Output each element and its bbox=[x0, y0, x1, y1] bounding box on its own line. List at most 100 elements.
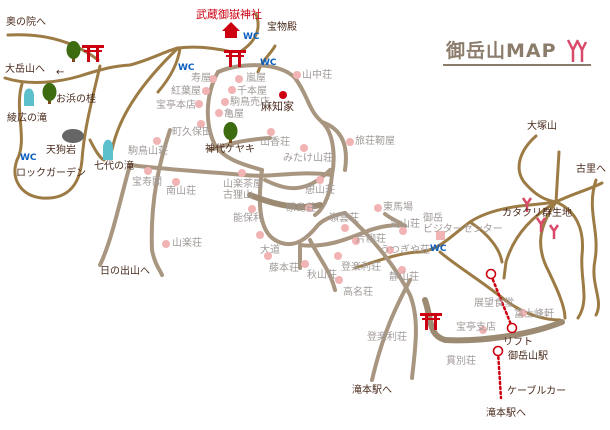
lodging-label[interactable]: 嶺雲荘 bbox=[329, 213, 359, 224]
lodging-dot[interactable] bbox=[300, 144, 308, 152]
lift-label[interactable]: リフト bbox=[503, 337, 533, 348]
lodging-dot[interactable] bbox=[335, 276, 343, 284]
lodging-label[interactable]: 原島荘 bbox=[286, 203, 316, 214]
jindai-keyaki-label[interactable]: 神代ケヤキ bbox=[205, 144, 255, 155]
lodging-dot[interactable] bbox=[202, 87, 210, 95]
otsukayama-label[interactable]: 大塚山 bbox=[527, 121, 557, 132]
lodging-label[interactable]: 千本屋 bbox=[237, 86, 267, 97]
lodging-label[interactable]: 登楽利荘 bbox=[341, 262, 381, 273]
treasure-hall-label[interactable]: 宝物殿 bbox=[267, 22, 297, 33]
direction-takimoto-cable[interactable]: 滝本駅へ bbox=[486, 408, 526, 419]
lodging-label[interactable]: 山香荘 bbox=[260, 137, 290, 148]
lodging-dot[interactable] bbox=[519, 309, 527, 317]
direction-odake[interactable]: 大岳山へ bbox=[5, 64, 45, 75]
lodging-dot[interactable] bbox=[264, 252, 272, 260]
lodging-dot[interactable] bbox=[305, 204, 313, 212]
lodging-label[interactable]: 山楽茶屋 bbox=[223, 179, 263, 190]
lodging-label[interactable]: 丸山荘 bbox=[390, 219, 420, 230]
lodging-dot[interactable] bbox=[235, 75, 243, 83]
lodging-label[interactable]: 宝寿閣 bbox=[132, 177, 162, 188]
lodging-dot[interactable] bbox=[256, 231, 264, 239]
lodging-dot[interactable] bbox=[172, 178, 180, 186]
direction-takimoto-road[interactable]: 滝本駅へ bbox=[352, 385, 392, 396]
lodging-dot[interactable] bbox=[346, 138, 354, 146]
visitor-center-label-1[interactable]: 御岳 bbox=[423, 213, 443, 224]
lodging-dot[interactable] bbox=[197, 120, 205, 128]
lodging-label[interactable]: 嵐屋 bbox=[246, 73, 266, 84]
wc-marker[interactable]: WC bbox=[430, 244, 447, 254]
lodging-label[interactable]: 静山荘 bbox=[389, 272, 419, 283]
lodging-dot[interactable] bbox=[248, 205, 256, 213]
lodging-dot[interactable] bbox=[479, 326, 487, 334]
lodging-label[interactable]: 能保利 bbox=[233, 213, 263, 224]
lodging-label[interactable]: 山中荘 bbox=[302, 70, 332, 81]
lodging-label[interactable]: 藤本荘 bbox=[269, 263, 299, 274]
lodging-dot[interactable] bbox=[399, 227, 407, 235]
lodging-label[interactable]: 町久保田 bbox=[172, 127, 212, 138]
lodging-label[interactable]: 宝亭本店 bbox=[156, 100, 196, 111]
tengu-rock-label[interactable]: 天狗岩 bbox=[46, 145, 76, 156]
lodging-dot[interactable] bbox=[162, 240, 170, 248]
lodging-dot[interactable] bbox=[267, 128, 275, 136]
lodging-dot[interactable] bbox=[386, 246, 394, 254]
ayahiro-falls-label[interactable]: 綾広の滝 bbox=[7, 113, 47, 124]
lift-station[interactable] bbox=[506, 322, 518, 334]
lodging-label[interactable]: 紅葉屋 bbox=[171, 86, 201, 97]
lodging-dot[interactable] bbox=[316, 176, 324, 184]
lodging-label[interactable]: 山楽荘 bbox=[172, 238, 202, 249]
lodging-label[interactable]: 宝亭支店 bbox=[456, 322, 496, 333]
lodging-dot[interactable] bbox=[352, 237, 360, 245]
lodging-label[interactable]: 寿屋 bbox=[191, 73, 211, 84]
machiya-marker[interactable] bbox=[279, 91, 287, 99]
lodging-dot[interactable] bbox=[215, 109, 223, 117]
lodging-label[interactable]: 古狸山 bbox=[223, 190, 253, 201]
lodging-label[interactable]: うつぎや荘 bbox=[380, 245, 430, 256]
visitor-center-marker[interactable] bbox=[436, 231, 445, 240]
lodging-dot[interactable] bbox=[374, 204, 382, 212]
lodging-label[interactable]: 高名荘 bbox=[343, 287, 373, 298]
direction-komori[interactable]: 古里へ bbox=[576, 164, 606, 175]
lodging-label[interactable]: 貫別荘 bbox=[446, 356, 476, 367]
lodging-label[interactable]: 大道 bbox=[260, 245, 280, 256]
lodging-dot[interactable] bbox=[228, 86, 236, 94]
ohama-katsura-label[interactable]: お浜の桂 bbox=[56, 94, 96, 105]
lodging-dot[interactable] bbox=[238, 169, 246, 177]
lodging-label[interactable]: みたけ山荘 bbox=[283, 153, 333, 164]
nanayo-falls-label[interactable]: 七代の滝 bbox=[94, 161, 134, 172]
rock-garden-label[interactable]: ロックガーデン bbox=[16, 168, 86, 179]
shrine-label[interactable]: 武蔵御嶽神社 bbox=[196, 8, 262, 21]
lodging-label[interactable]: 秋山荘 bbox=[307, 270, 337, 281]
cable-car-label[interactable]: ケーブルカー bbox=[507, 386, 567, 397]
lodging-dot[interactable] bbox=[398, 266, 406, 274]
lodging-dot[interactable] bbox=[293, 71, 301, 79]
katakuri-label[interactable]: カタクリ群生地 bbox=[502, 208, 572, 219]
lodging-dot[interactable] bbox=[195, 100, 203, 108]
lodging-label[interactable]: 展望食堂 bbox=[474, 298, 514, 309]
lodging-label[interactable]: 亀屋 bbox=[224, 109, 244, 120]
lodging-label[interactable]: 片柳荘 bbox=[356, 234, 386, 245]
wc-marker[interactable]: WC bbox=[260, 58, 277, 68]
lodging-label[interactable]: 登楽利荘 bbox=[367, 332, 407, 343]
lodging-dot[interactable] bbox=[153, 137, 161, 145]
lodging-dot[interactable] bbox=[334, 252, 342, 260]
direction-hinodeyama[interactable]: 日の出山へ bbox=[100, 266, 150, 277]
lodging-dot[interactable] bbox=[144, 167, 152, 175]
machiya-label[interactable]: 麻知家 bbox=[261, 100, 294, 113]
lodging-label[interactable]: 東馬場 bbox=[383, 202, 413, 213]
lodging-dot[interactable] bbox=[221, 98, 229, 106]
lodging-label[interactable]: 旅荘靭屋 bbox=[355, 136, 395, 147]
lodging-dot[interactable] bbox=[209, 75, 217, 83]
lodging-label[interactable]: 駒鳥山荘 bbox=[128, 146, 168, 157]
lodging-label[interactable]: 南山荘 bbox=[166, 186, 196, 197]
lodging-label[interactable]: 憩山荘 bbox=[305, 185, 335, 196]
mitakesan-station-label[interactable]: 御岳山駅 bbox=[508, 351, 548, 362]
lift-top-station[interactable] bbox=[485, 268, 497, 280]
mitakesan-station-marker[interactable] bbox=[492, 345, 504, 357]
lodging-label[interactable]: 富士峰軒 bbox=[514, 309, 554, 320]
wc-marker[interactable]: WC bbox=[243, 32, 260, 42]
wc-marker[interactable]: WC bbox=[178, 63, 195, 73]
wc-marker[interactable]: WC bbox=[20, 153, 37, 163]
visitor-center-label-2[interactable]: ビジターセンター bbox=[423, 224, 503, 235]
lodging-label[interactable]: 駒鳥売店 bbox=[230, 97, 270, 108]
lodging-dot[interactable] bbox=[341, 224, 349, 232]
